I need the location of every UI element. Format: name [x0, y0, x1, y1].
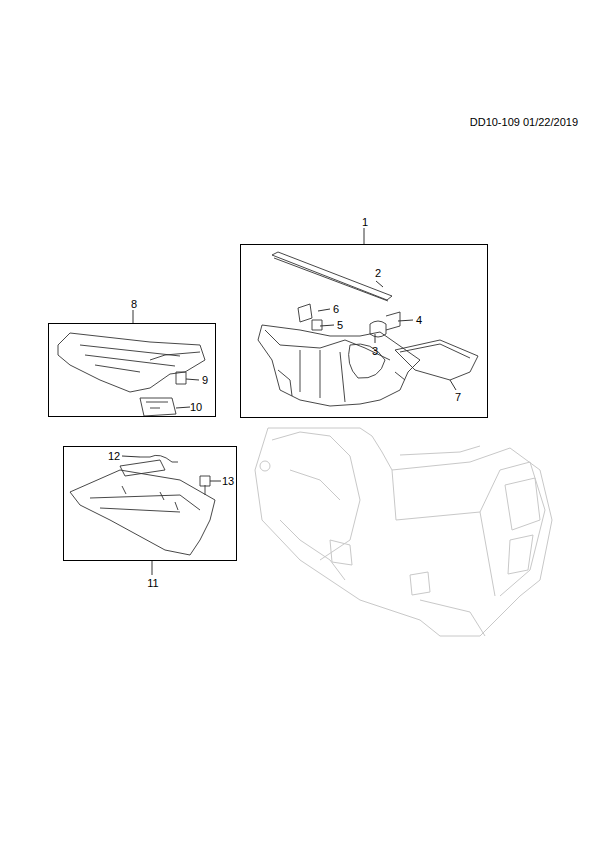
part-group-box: 1 [240, 244, 488, 418]
drawing-code: DD10-109 01/22/2019 [470, 117, 578, 128]
callout-number: 6 [333, 304, 339, 315]
console-background [255, 428, 552, 636]
callout-number: 8 [131, 298, 137, 310]
callout-number: 9 [202, 375, 208, 386]
callout-number: 5 [337, 320, 343, 331]
callout-number: 13 [222, 476, 234, 487]
callout-number: 2 [375, 268, 381, 279]
callout-number: 1 [362, 216, 368, 228]
callout-number: 12 [108, 451, 120, 462]
callout-number: 3 [372, 346, 378, 357]
callout-number: 4 [416, 315, 422, 326]
callout-number: 7 [455, 392, 461, 403]
console-frame-parts [258, 252, 478, 406]
console-trim-plate [58, 333, 205, 416]
callout-number: 11 [147, 577, 158, 589]
part-group-box: 11 [63, 446, 237, 561]
leader-lines [122, 228, 456, 575]
console-lower-panel [70, 455, 215, 555]
callout-number: 10 [190, 402, 202, 413]
